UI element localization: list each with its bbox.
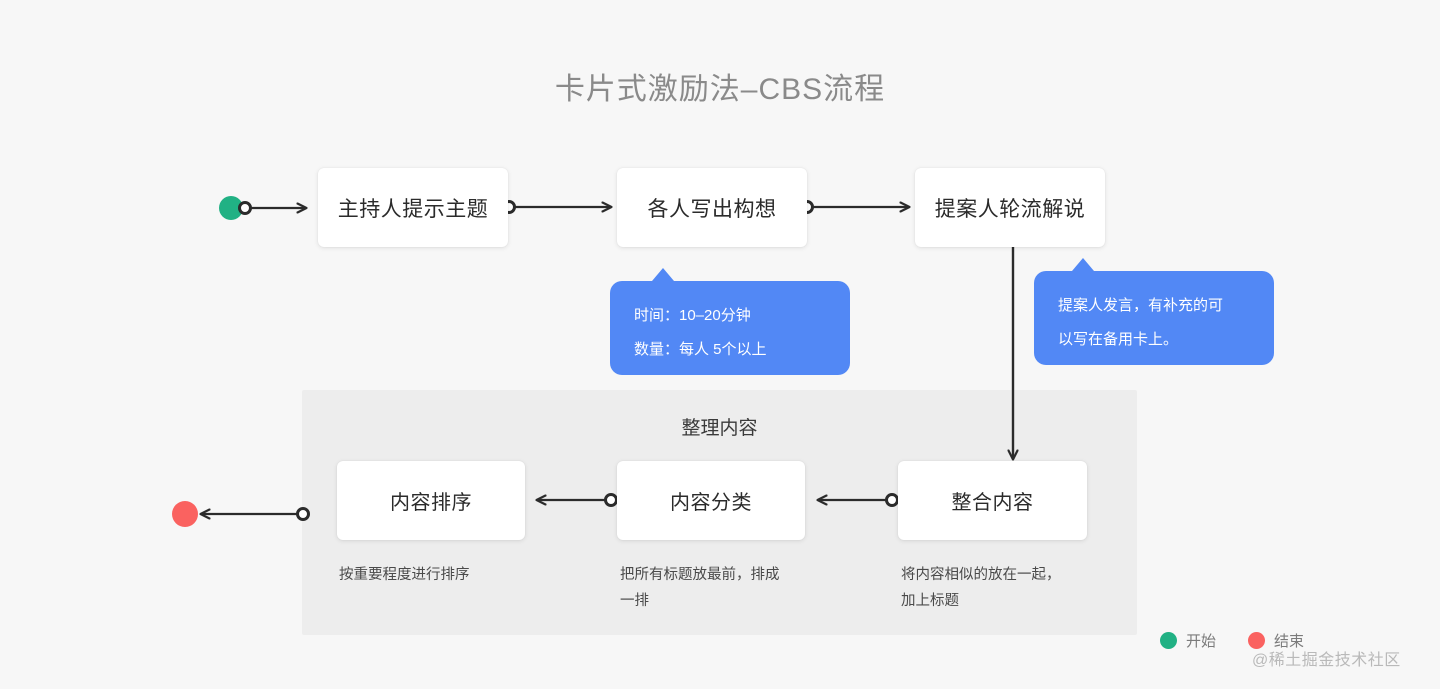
legend-item-end: 结束 (1248, 630, 1304, 651)
page-title: 卡片式激励法–CBS流程 (554, 73, 886, 106)
flow-node-classify-content[interactable]: 内容分类 (617, 461, 805, 540)
flow-node-label: 提案人轮流解说 (934, 197, 1086, 221)
end-dot (172, 501, 198, 527)
flow-node-label: 内容排序 (390, 492, 472, 514)
watermark: @稀土掘金技术社区 (1252, 652, 1401, 669)
flow-node-label: 整合内容 (951, 492, 1034, 514)
flow-node-label: 各人写出构想 (647, 197, 777, 221)
connector-dot-start (238, 201, 252, 215)
caption-classify-content: 把所有标题放最前，排成一排 (620, 567, 780, 609)
bubble-line: 提案人发言，有补充的可 (1058, 297, 1224, 314)
start-dot-icon (1160, 632, 1177, 649)
info-bubble-presenter-note: 提案人发言，有补充的可 以写在备用卡上。 (1034, 271, 1274, 365)
flow-node-host-topic[interactable]: 主持人提示主题 (318, 168, 508, 247)
bubble-line: 时间：10–20分钟 (634, 307, 751, 324)
flow-node-label: 主持人提示主题 (337, 197, 489, 221)
bubble-tail-icon (652, 268, 674, 281)
legend-label: 开始 (1186, 633, 1217, 650)
bubble-line: 以写在备用卡上。 (1058, 331, 1179, 348)
end-dot-icon (1248, 632, 1266, 649)
bubble-line: 数量：每人 5个以上 (634, 341, 767, 358)
flow-node-present-turn[interactable]: 提案人轮流解说 (915, 168, 1105, 247)
info-bubble-time-quantity: 时间：10–20分钟 数量：每人 5个以上 (610, 281, 850, 375)
legend-item-start: 开始 (1160, 630, 1216, 651)
flow-node-sort-content[interactable]: 内容排序 (337, 461, 525, 540)
flow-node-write-ideas[interactable]: 各人写出构想 (617, 168, 807, 247)
bubble-tail-icon (1072, 258, 1094, 271)
caption-sort-content: 按重要程度进行排序 (339, 567, 470, 583)
flow-node-merge-content[interactable]: 整合内容 (898, 461, 1087, 540)
start-dot (219, 196, 243, 220)
legend: 开始 结束 (1160, 630, 1326, 651)
legend-label: 结束 (1274, 633, 1305, 650)
flow-node-label: 内容分类 (670, 492, 752, 514)
caption-merge-content: 将内容相似的放在一起，加上标题 (901, 567, 1061, 609)
group-title: 整理内容 (681, 418, 758, 439)
